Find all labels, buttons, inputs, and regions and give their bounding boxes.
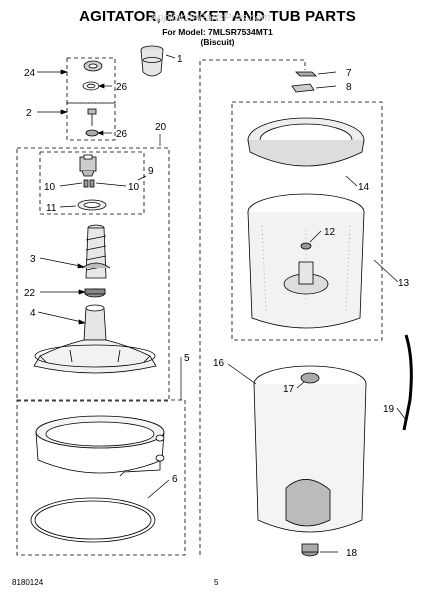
balance-ring-part xyxy=(247,117,365,167)
group-box-5 xyxy=(16,399,186,556)
callout-3: 3 xyxy=(30,254,36,265)
model-info: For Model: 7MLSR7534MT1 (Biscuit) xyxy=(0,27,435,47)
tub-seal-part xyxy=(30,497,156,543)
callout-22: 22 xyxy=(24,288,36,299)
group-box-2 xyxy=(66,102,116,141)
callout-5: 5 xyxy=(184,353,190,364)
callout-16: 16 xyxy=(213,358,225,369)
callout-6: 6 xyxy=(172,474,178,485)
outer-tub-part xyxy=(253,365,367,557)
leader-lines xyxy=(37,54,407,553)
callout-numbers: 24 26 1 2 26 20 9 10 10 11 3 22 4 5 6 7 … xyxy=(24,54,410,559)
callout-18: 18 xyxy=(346,548,358,559)
callout-2: 2 xyxy=(26,108,32,119)
tub-ring-part xyxy=(35,415,165,477)
group-box-23 xyxy=(66,57,116,104)
callout-19: 19 xyxy=(383,404,395,415)
callout-9: 9 xyxy=(148,166,154,177)
agitator-assembly xyxy=(33,154,157,374)
callout-13: 13 xyxy=(398,278,410,289)
footer-page-number: 5 xyxy=(214,578,219,587)
callout-8: 8 xyxy=(346,82,352,93)
agitator-cap-part xyxy=(82,60,103,91)
connector-line-7 xyxy=(199,59,306,555)
bolt-part xyxy=(85,108,99,137)
footer-doc-number: 8180124 xyxy=(12,578,44,587)
callout-10-right: 10 xyxy=(128,182,140,193)
model-color: (Biscuit) xyxy=(200,37,235,47)
callout-10-left: 10 xyxy=(44,182,56,193)
callout-12: 12 xyxy=(324,227,336,238)
agitator-cup-part xyxy=(140,45,164,77)
callout-17: 17 xyxy=(283,384,295,395)
callout-20: 20 xyxy=(155,122,167,133)
callout-23: 24 xyxy=(24,68,36,79)
callout-26: 26 xyxy=(116,129,128,140)
group-box-9 xyxy=(39,151,145,215)
spanner-clip-part xyxy=(291,71,317,93)
callout-1: 1 xyxy=(177,54,183,65)
model-number: For Model: 7MLSR7534MT1 xyxy=(162,27,273,37)
page-title: AGITATOR, BASKET AND TUB PARTS xyxy=(79,8,356,25)
callout-11: 11 xyxy=(46,203,57,214)
group-box-13 xyxy=(231,101,383,341)
callout-7: 7 xyxy=(346,68,352,79)
wash-basket-part xyxy=(247,193,365,329)
watermark-text: AppliancePartsPros.com xyxy=(149,12,270,24)
callout-24: 26 xyxy=(116,82,128,93)
drain-hose-part xyxy=(402,334,413,431)
callout-4: 4 xyxy=(30,308,36,319)
callout-14: 14 xyxy=(358,182,370,193)
